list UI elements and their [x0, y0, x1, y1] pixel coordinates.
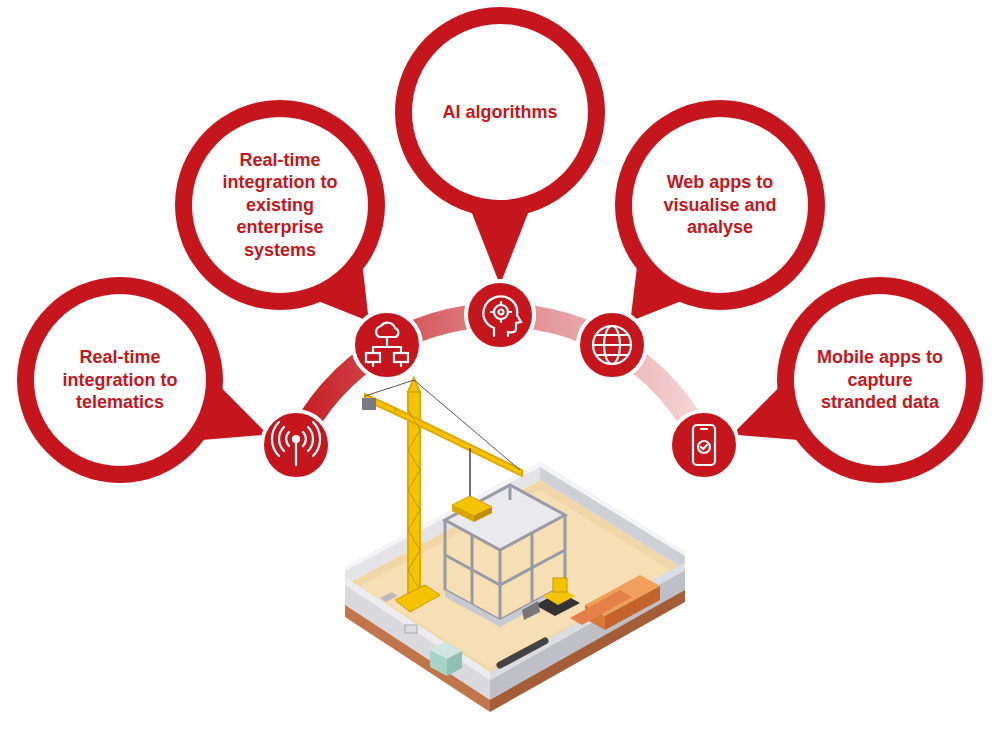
bubble-face: [34, 294, 206, 466]
bubble-ring: [175, 100, 385, 310]
callout-tail: [470, 208, 530, 285]
bubble-ring: [17, 277, 223, 483]
bubble-text-area: Real-time integration to telematics: [53, 294, 187, 466]
network-icon: [353, 311, 421, 379]
bubble-ring: [615, 100, 825, 310]
callout-text: AI algorithms: [442, 101, 557, 124]
bubble-face: [632, 117, 808, 293]
bubble-text-area: Mobile apps to capture stranded data: [813, 294, 947, 466]
bubble-text-area: AI algorithms: [432, 24, 569, 200]
bubble-face: [794, 294, 966, 466]
callout-bubble: Web apps to visualise and analyse: [615, 100, 825, 310]
callout-bubble: Real-time integration to telematics: [17, 277, 223, 483]
callout-bubble: AI algorithms: [395, 7, 605, 217]
callout-text: Real-time integration to telematics: [53, 346, 187, 414]
construction-site: [345, 378, 685, 712]
bubble-face: [412, 24, 588, 200]
callout-text: Web apps to visualise and analyse: [652, 171, 789, 239]
callout-text: Real-time integration to existing enterp…: [212, 149, 349, 262]
phone-icon: [670, 411, 738, 479]
callout-text: Mobile apps to capture stranded data: [813, 346, 947, 414]
bubble-face: [192, 117, 368, 293]
bubble-text-area: Real-time integration to existing enterp…: [212, 117, 349, 293]
antenna-icon: [262, 411, 330, 479]
globe-icon: [578, 311, 646, 379]
bubble-ring: [395, 7, 605, 217]
bubble-text-area: Web apps to visualise and analyse: [652, 117, 789, 293]
bubble-ring: [777, 277, 983, 483]
callout-bubble: Mobile apps to capture stranded data: [777, 277, 983, 483]
ai-head-icon: [466, 281, 534, 349]
callout-bubble: Real-time integration to existing enterp…: [175, 100, 385, 310]
